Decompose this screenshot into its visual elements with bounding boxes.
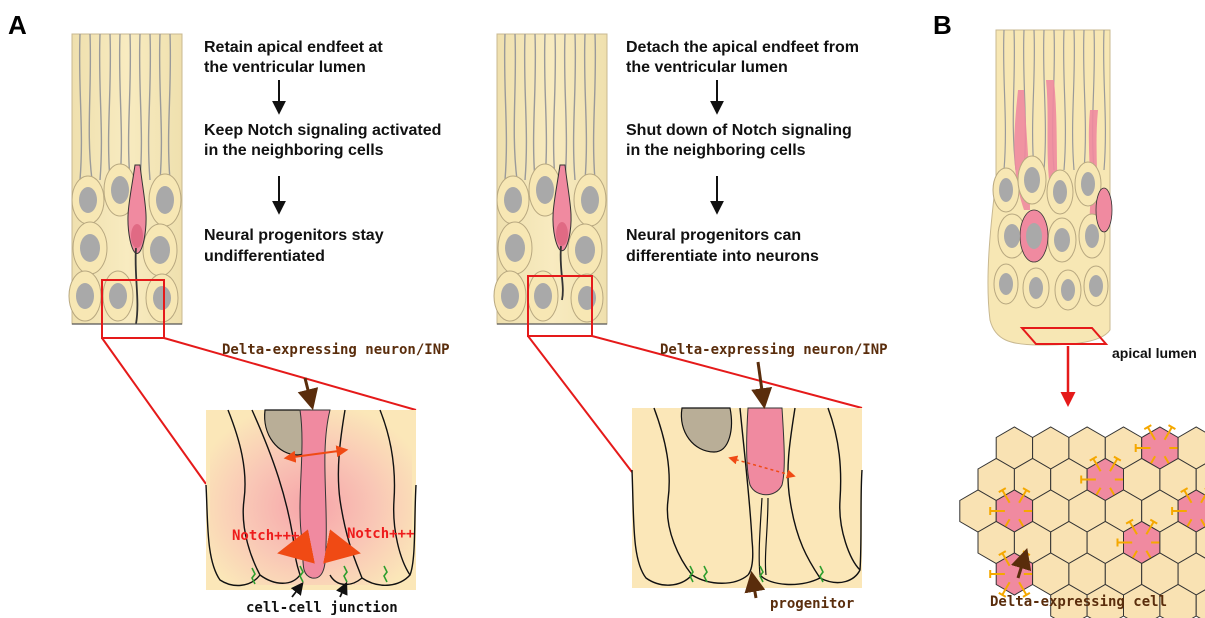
right-step-3-line-2: differentiate into neurons (626, 248, 819, 265)
delta-neuron-detached (747, 408, 785, 495)
hexagon-lattice (960, 425, 1205, 618)
neuron-pointer-arrow-right (758, 362, 764, 405)
panel-b-tissue: apical lumen (988, 30, 1197, 404)
neuron-pointer-arrow-left (305, 378, 312, 406)
svg-text:the ventricular lumen: the ventricular lumen (204, 59, 366, 76)
notch-arrow-right (334, 548, 354, 552)
left-step-2-line-2: in the neighboring cells (204, 142, 384, 159)
right-step-2-line-1: Shut down of Notch signaling (626, 122, 852, 139)
right-step-3-line-1: Neural progenitors can (626, 227, 801, 244)
junction-label: cell-cell junction (246, 600, 398, 616)
notch-label-right: Notch+++ (347, 526, 414, 542)
svg-text:in the neighboring cells: in the neighboring cells (626, 142, 806, 159)
svg-text:Neural progenitors stay: Neural progenitors stay (204, 227, 384, 244)
panel-label-b: B (933, 10, 952, 40)
left-steps: Retain apical endfeet at the ventricular… (204, 39, 441, 265)
apical-lumen-label: apical lumen (1112, 345, 1197, 361)
svg-text:the ventricular lumen: the ventricular lumen (626, 59, 788, 76)
svg-text:Retain apical endfeet at: Retain apical endfeet at (204, 39, 383, 56)
left-step-1-line-2: the ventricular lumen (204, 59, 366, 76)
left-zoom-detail: Notch+++ Notch+++ cell-cell junction Del… (206, 342, 450, 616)
right-epithelium-column (494, 34, 607, 324)
right-step-1-line-1: Detach the apical endfeet from (626, 39, 859, 56)
neuron-label-right: Delta-expressing neuron/INP (660, 342, 888, 358)
right-zoom-detail: progenitor Delta-expressing neuron/INP (632, 342, 888, 612)
left-step-2-line-1: Keep Notch signaling activated (204, 122, 441, 139)
notch-label-left: Notch+++ (232, 528, 299, 544)
delta-cell-label: Delta-expressing cell (990, 594, 1167, 610)
svg-text:differentiate into neurons: differentiate into neurons (626, 248, 819, 265)
progenitor-label: progenitor (770, 596, 854, 612)
right-step-2-line-2: in the neighboring cells (626, 142, 806, 159)
svg-text:in the neighboring cells: in the neighboring cells (204, 142, 384, 159)
svg-text:Shut down of Notch signaling: Shut down of Notch signaling (626, 122, 852, 139)
left-step-3-line-2: undifferentiated (204, 248, 325, 265)
notch-arrow-left (284, 548, 304, 552)
right-steps: Detach the apical endfeet from the ventr… (626, 39, 859, 265)
neuron-label-left: Delta-expressing neuron/INP (222, 342, 450, 358)
left-step-3-line-1: Neural progenitors stay (204, 227, 384, 244)
left-step-1-line-1: Retain apical endfeet at (204, 39, 383, 56)
svg-text:undifferentiated: undifferentiated (204, 248, 325, 265)
svg-text:Neural progenitors can: Neural progenitors can (626, 227, 801, 244)
svg-text:Keep Notch signaling activated: Keep Notch signaling activated (204, 122, 441, 139)
svg-text:Detach the apical endfeet from: Detach the apical endfeet from (626, 39, 859, 56)
delta-neuron-process (300, 410, 330, 578)
right-step-1-line-2: the ventricular lumen (626, 59, 788, 76)
panel-label-a: A (8, 10, 27, 40)
